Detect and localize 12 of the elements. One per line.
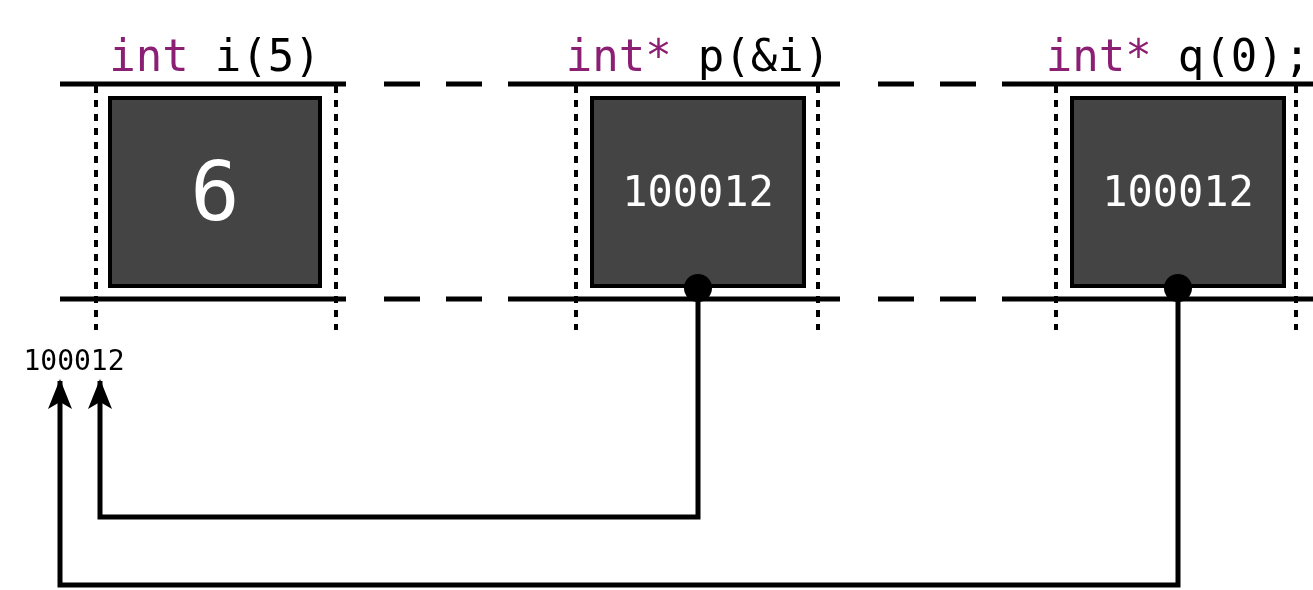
address-label: 100012 bbox=[23, 347, 125, 375]
type-keyword: int* bbox=[565, 34, 672, 78]
type-keyword: int bbox=[109, 34, 189, 78]
pointer-arrow bbox=[88, 274, 712, 520]
type-keyword: int* bbox=[1045, 34, 1152, 78]
cell-value: 100012 bbox=[1102, 171, 1254, 213]
variable-declaration: q(0); bbox=[1177, 34, 1311, 78]
variable-declaration: p(&i) bbox=[697, 34, 831, 78]
variable-declaration: i(5) bbox=[214, 34, 321, 78]
cell-value: 6 bbox=[190, 151, 240, 233]
cell-value: 100012 bbox=[622, 171, 774, 213]
pointer-arrow bbox=[48, 274, 1192, 588]
